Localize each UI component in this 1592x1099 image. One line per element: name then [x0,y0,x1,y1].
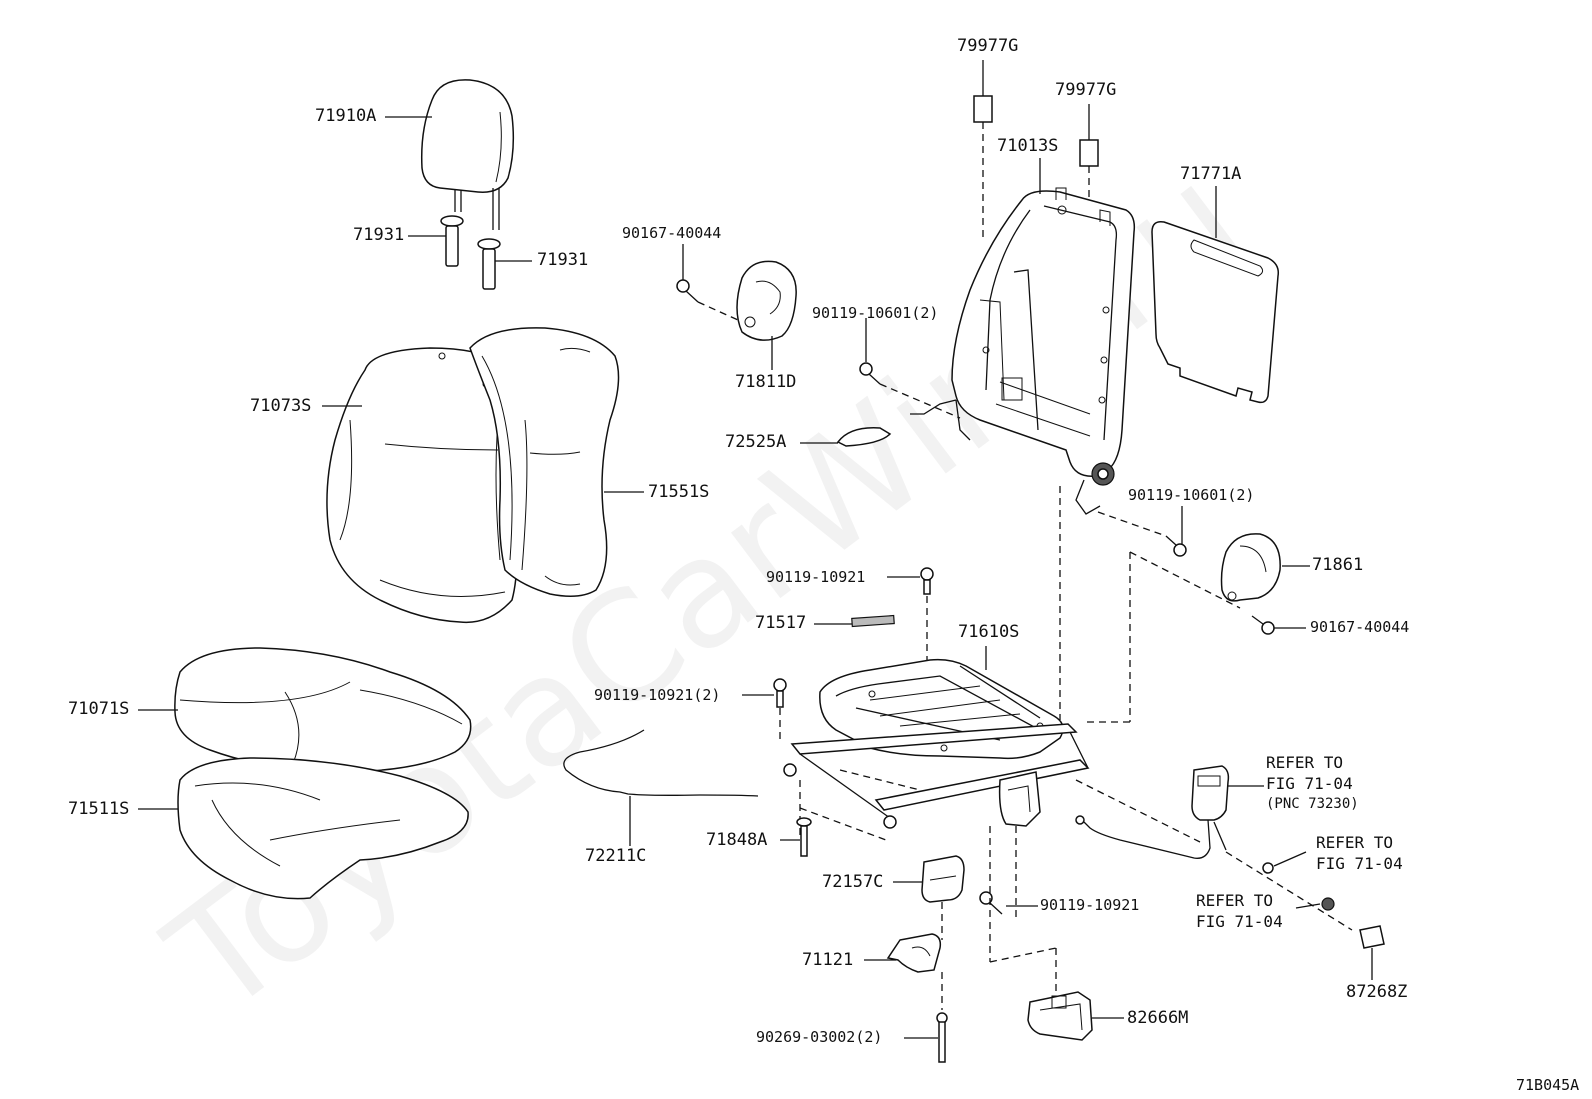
recliner-cover-part [736,260,797,341]
label-71511s: 71511S [68,799,130,819]
dash-lever-b [989,947,1057,963]
dash-track-b [799,807,887,841]
bracket-72525a [836,427,892,447]
refer-to-note-2-line2: FIG 71-04 [1316,854,1403,873]
label-71071s: 71071S [68,699,130,719]
leader-ref-3 [1295,903,1321,909]
back-board-part [1151,220,1280,404]
dash-90119-10601-b [1097,511,1167,537]
pad-79977g-a [973,95,993,123]
clip-90269 [936,1012,948,1063]
label-71848a: 71848A [706,830,768,850]
label-71610s: 71610S [958,622,1020,642]
bolt-90119-10921-a [920,567,934,595]
wire-72211c [563,729,759,797]
label-71551s: 71551S [648,482,710,502]
label-90269-03002: 90269-03002(2) [756,1028,883,1046]
label-71931-a: 71931 [353,225,405,245]
refer-to-note-1-line1: REFER TO [1266,753,1344,772]
label-71771a: 71771A [1180,164,1242,184]
label-90119-10601-b: 90119-10601(2) [1128,486,1255,504]
bracket-71121 [886,933,942,973]
label-71517: 71517 [755,613,807,633]
label-71931-b: 71931 [537,250,589,270]
label-72157c: 72157C [822,872,884,892]
label-90119-10921-2: 90119-10921(2) [594,686,721,704]
bolt-90167-a [676,279,699,303]
label-71073s: 71073S [250,396,312,416]
label-82666m: 82666M [1127,1008,1189,1028]
nut-ref-3 [1321,897,1335,911]
label-71910a: 71910A [315,106,377,126]
headrest-part [420,79,515,230]
label-71811d: 71811D [735,372,797,392]
label-90167-40044-b: 90167-40044 [1310,618,1410,636]
label-71013s: 71013S [997,136,1059,156]
refer-to-note-1-line2: FIG 71-04 [1266,774,1353,793]
dash-buckle-to-clip [1225,851,1353,931]
label-87268z: 87268Z [1346,982,1408,1002]
recliner-cover-71861 [1220,533,1281,602]
dash-track-d [1075,779,1201,843]
headrest-guide-part [440,215,501,290]
refer-to-note-3-line2: FIG 71-04 [1196,912,1283,931]
label-90119-10921-b: 90119-10921 [1040,896,1140,914]
bolt-90119-10601-a [859,362,881,385]
seatback-frame-part [910,187,1136,515]
label-72211c: 72211C [585,846,647,866]
nut-ref-2 [1262,862,1274,874]
label-90119-10921-a: 90119-10921 [766,568,866,586]
seat-belt-buckle [1075,765,1230,859]
label-72525a: 72525A [725,432,787,452]
refer-to-note-3-line1: REFER TO [1196,891,1274,910]
pin-71848a [796,817,812,857]
dash-track-c [839,769,921,791]
pad-71517 [851,614,895,628]
cushion-cover-part [174,647,472,773]
leader-ref-2 [1273,851,1307,867]
pad-79977g-b [1079,139,1099,167]
refer-to-note-2-line1: REFER TO [1316,833,1394,852]
dash-90167-b [1129,551,1241,609]
seatback-pad-part [469,327,620,597]
label-79977g-b: 79977G [1055,80,1117,100]
cushion-frame-part [783,658,1090,829]
bolt-90167-b [1251,615,1275,635]
connector-82666m [1027,991,1093,1041]
refer-to-note-1-line3: (PNC 73230) [1266,796,1359,812]
refer-to-note-2: REFER TO FIG 71-04 [1316,832,1403,874]
cushion-pad-part [177,757,469,900]
dash-90167-a [697,301,739,321]
figure-code: 71B045A [1516,1076,1580,1094]
label-90119-10601-a: 90119-10601(2) [812,304,939,322]
bolt-90119-10921-2 [773,678,787,708]
seatback-cover-part [326,347,525,624]
dash-90119-10601-a [879,383,961,419]
cover-87268z [1359,925,1385,949]
label-71861: 71861 [1312,555,1364,575]
bolt-90119-10601-b [1165,535,1187,557]
label-79977g-a: 79977G [957,36,1019,56]
bolt-90119-10921-b [979,891,1003,915]
bracket-72157c [921,855,965,903]
label-71121: 71121 [802,950,854,970]
refer-to-note-1: REFER TO FIG 71-04 (PNC 73230) [1266,752,1359,815]
label-90167-40044-a: 90167-40044 [622,224,722,242]
refer-to-note-3: REFER TO FIG 71-04 [1196,890,1283,932]
